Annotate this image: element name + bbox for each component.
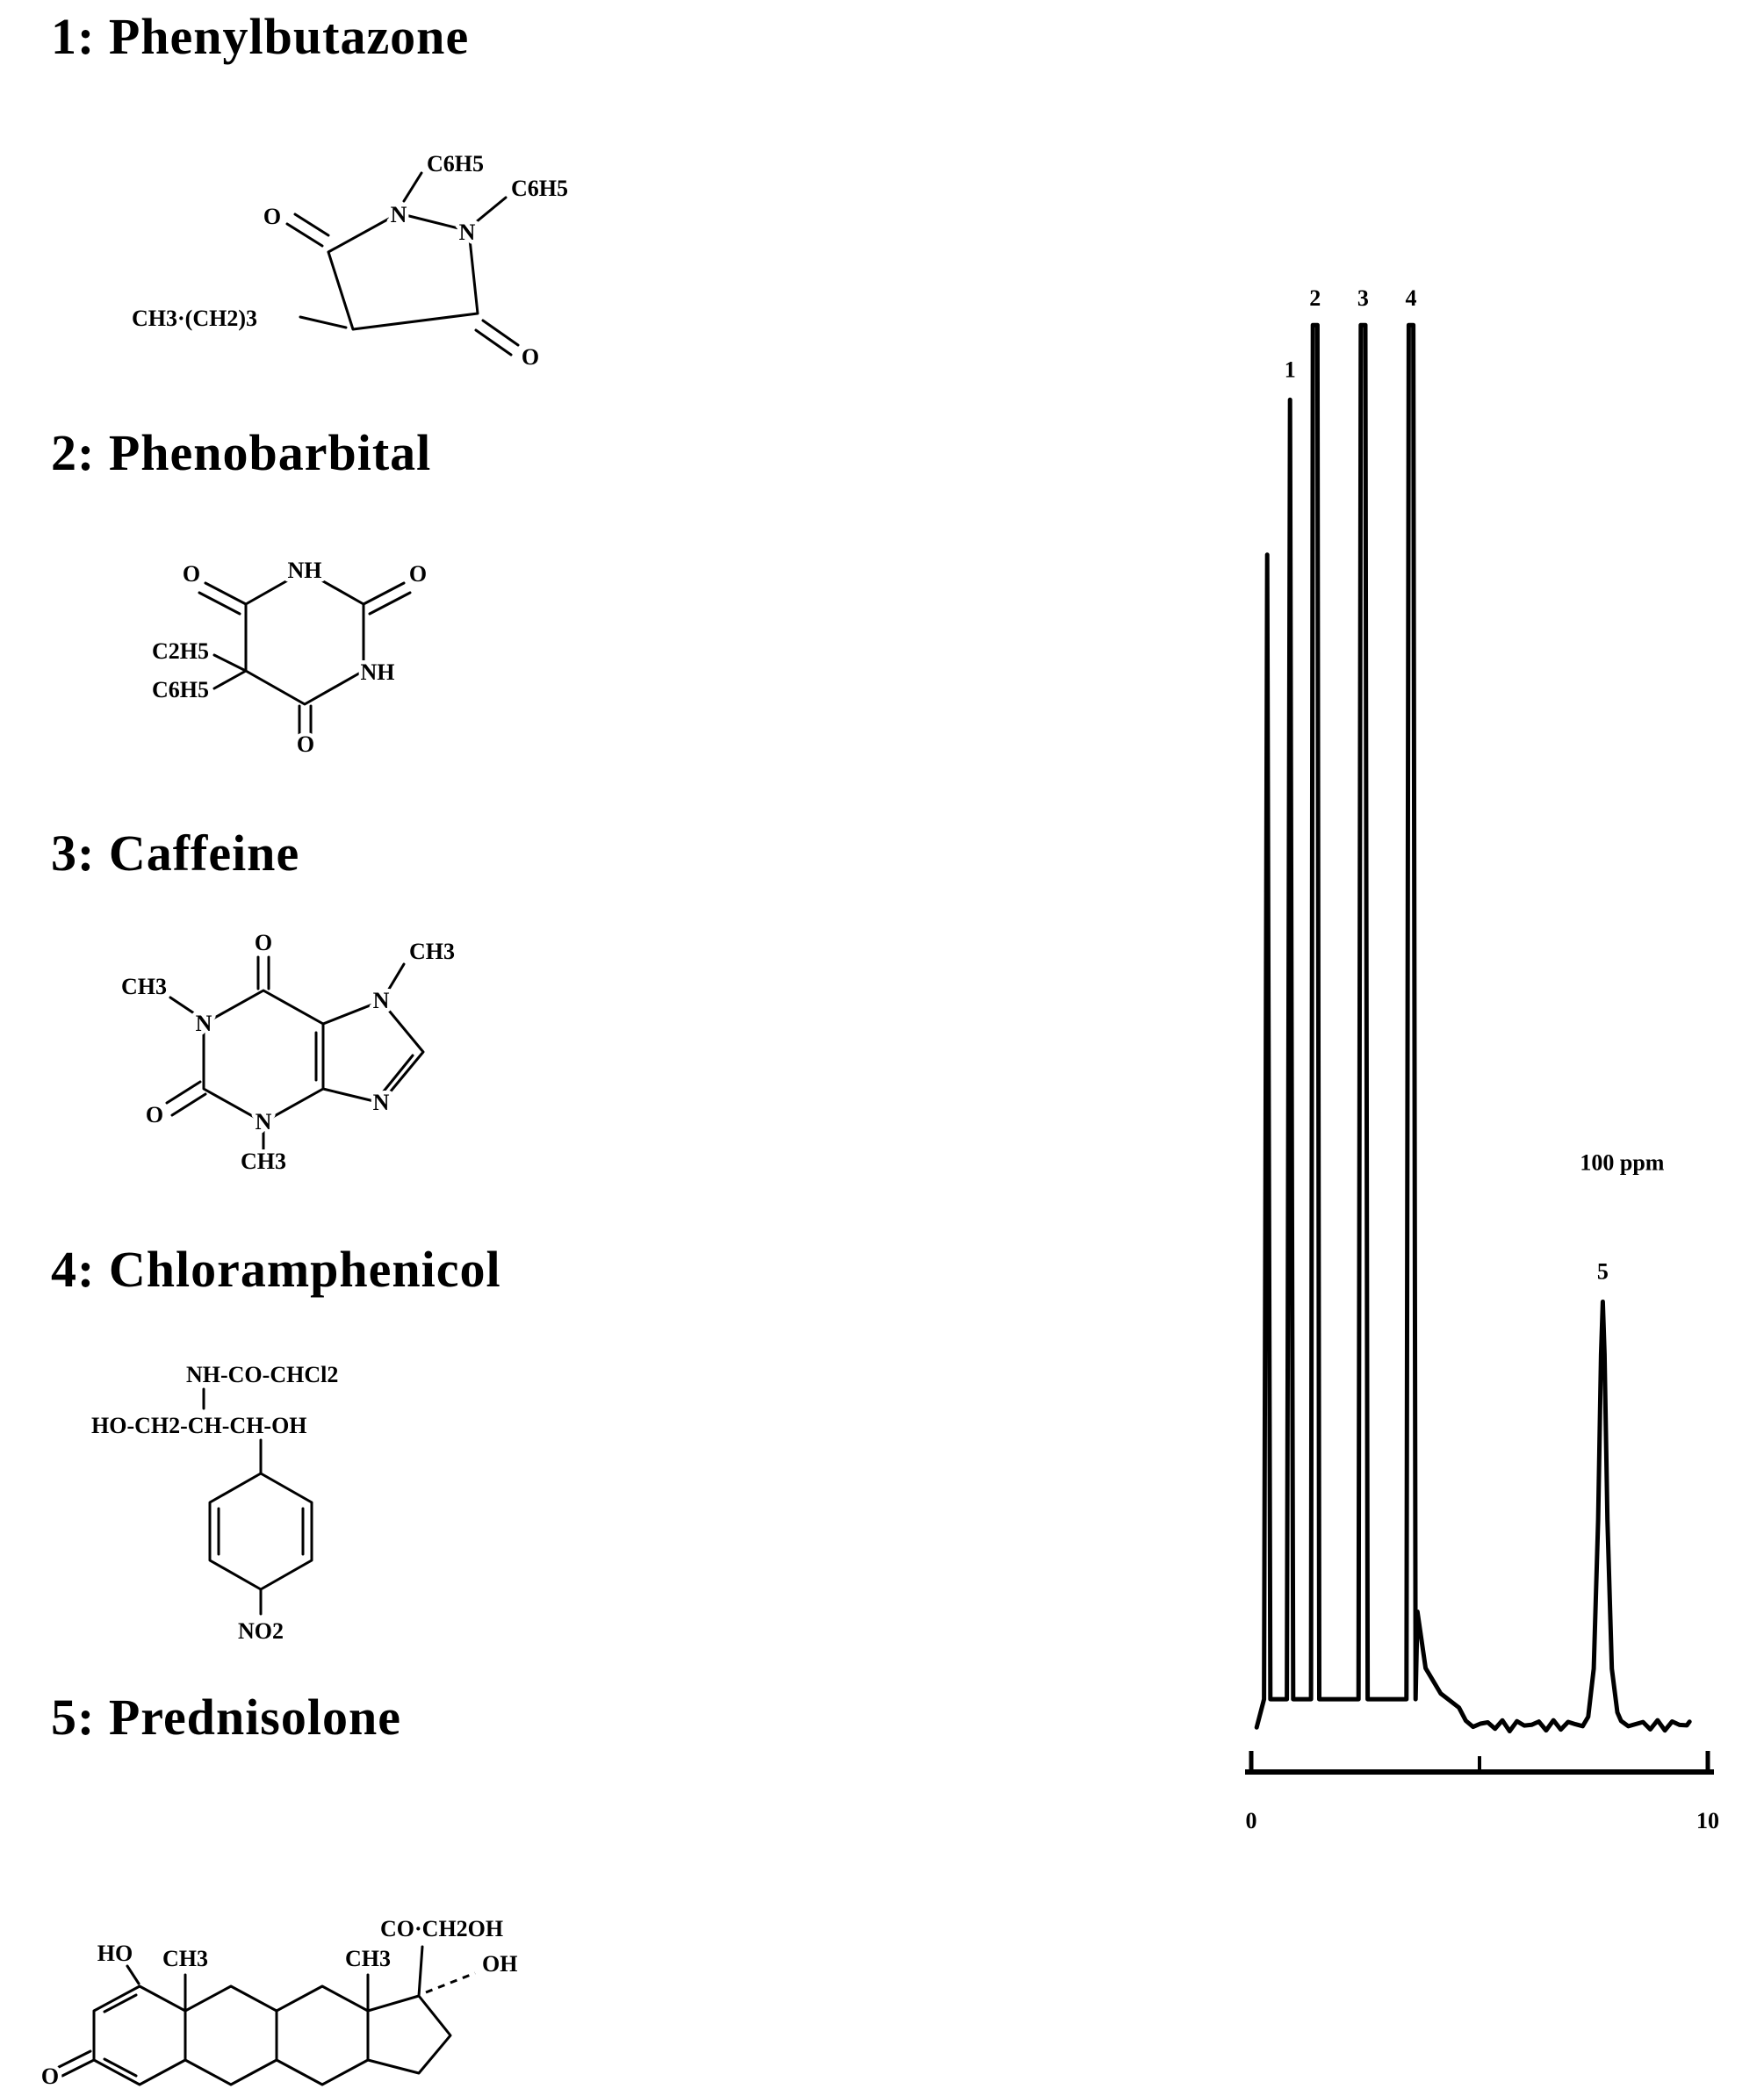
phenylbutazone-structure: O O N N C6H5 C6H5 CH3·(CH2)3 [128,148,572,374]
methyl-label: CH3 [345,1946,391,1971]
amide-chain-label: NH-CO-CHCl2 [186,1362,338,1387]
atom-nh-label: NH [361,659,395,685]
chloramphenicol-structure: NH-CO-CHCl2 HO-CH2-CH-CH-OH NO2 [88,1358,342,1648]
methyl-label: CH3 [409,939,455,964]
compound-3-label: 3: Caffeine [51,825,300,882]
chromatogram-trace [1254,322,1692,1733]
bonds [202,1387,313,1616]
prednisolone-structure: O HO CH3 CH3 CO·CH2OH OH [37,1912,522,2093]
atom-n-label: N [256,1109,272,1134]
atom-n-label: N [391,202,407,227]
phenobarbital-structure: NH NH O O O C2H5 C6H5 [148,554,431,761]
atom-n-label: N [196,1011,212,1036]
compound-5-label: 5: Prednisolone [51,1689,401,1746]
caffeine-structure: O O N N N N CH3 CH3 CH3 [118,926,459,1178]
atom-n-label: N [373,1090,390,1115]
atom-o-label: O [522,344,539,370]
substituent-label: C6H5 [427,151,484,176]
concentration-annotation: 100 ppm [1580,1149,1664,1175]
atom-n-label: N [373,988,390,1013]
atom-o-label: O [263,204,281,229]
bonds [285,171,520,357]
atom-o-label: O [297,731,314,757]
atom-nh-label: NH [288,558,322,583]
atom-o-label: O [41,2064,59,2089]
atom-o-label: O [146,1102,163,1127]
methyl-label: CH3 [121,974,167,999]
atom-o-label: O [255,930,272,955]
peak-label: 4 [1406,285,1417,311]
atom-o-label: O [183,561,200,587]
chromatogram-plot: 0 10 1 2 3 4 5 100 ppm [1245,285,1719,1833]
dashed-bond [425,1971,476,1994]
compound-1-label: 1: Phenylbutazone [51,8,470,65]
x-axis-tick-label: 0 [1246,1808,1257,1833]
peak-label: 3 [1357,285,1369,311]
atom-o-label: O [409,561,427,587]
nitro-group-label: NO2 [238,1618,284,1644]
methyl-label: CH3 [162,1946,208,1971]
hydroxyl-label: HO [97,1941,133,1966]
peak-label: 2 [1309,285,1321,311]
butyl-chain-label: CH3·(CH2)3 [132,306,257,331]
backbone-label: HO-CH2-CH-CH-OH [91,1413,307,1438]
peak-label: 1 [1285,357,1296,382]
side-chain-label: CO·CH2OH [380,1916,503,1941]
bonds [198,569,412,741]
compound-2-label: 2: Phenobarbital [51,424,432,481]
substituent-label: C6H5 [152,677,209,702]
compound-4-label: 4: Chloramphenicol [51,1241,501,1298]
methyl-label: CH3 [241,1149,286,1174]
atom-n-label: N [459,220,476,245]
bonds [57,1945,452,2086]
substituent-label: C2H5 [152,638,209,664]
x-axis-tick-label: 10 [1696,1808,1719,1833]
bonds [165,955,425,1154]
substituent-label: C6H5 [511,176,568,201]
peak-label: 5 [1597,1258,1609,1284]
hydroxyl-label: OH [482,1951,517,1977]
